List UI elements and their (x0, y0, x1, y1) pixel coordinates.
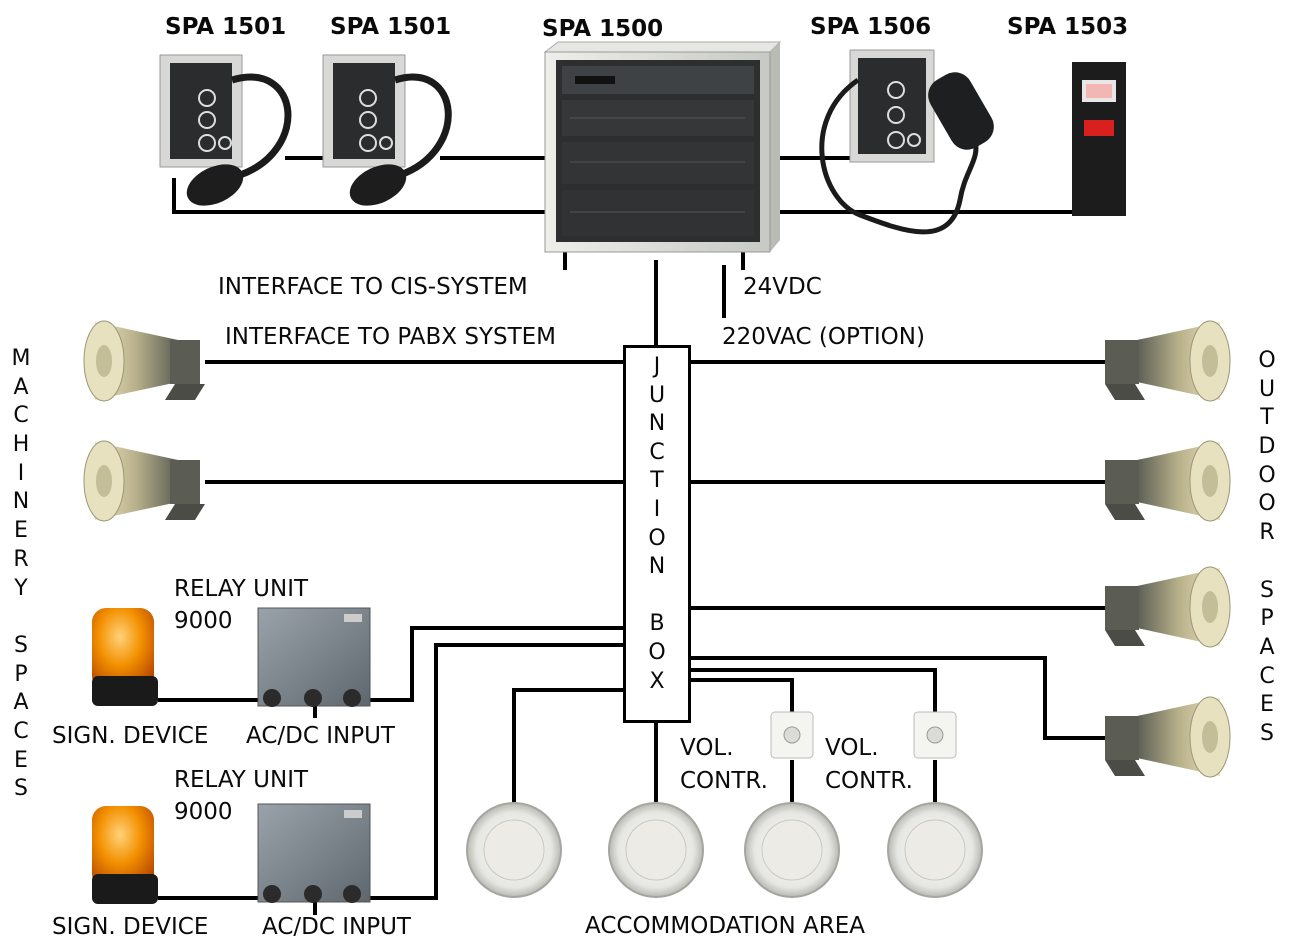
relay-unit-2 (257, 803, 371, 903)
machinery-spaces-letter: C (13, 403, 29, 429)
machinery-spaces-letter: A (13, 690, 29, 716)
horn-speaker-right-4 (1105, 696, 1231, 778)
machinery-spaces-letter: R (13, 546, 29, 572)
wire-horn-right-4 (691, 656, 1105, 740)
accommodation-area-label: ACCOMMODATION AREA (585, 913, 866, 939)
spa1503-unit (1072, 62, 1126, 216)
junction-box-letter: O (648, 639, 666, 665)
spa1503-label: SPA 1503 (1007, 14, 1129, 40)
ceiling-speaker-2 (608, 802, 704, 898)
machinery-spaces-letter: E (14, 518, 28, 544)
outdoor-spaces-letter: O (1258, 348, 1276, 373)
beacon-signal-device-1 (92, 608, 158, 706)
outdoor-spaces-letter: E (1260, 692, 1274, 718)
spa1500-label: SPA 1500 (542, 16, 664, 42)
horn-speaker-left-2 (83, 440, 205, 522)
ceiling-speaker-3 (744, 802, 840, 898)
spa1506-label: SPA 1506 (810, 14, 932, 40)
relay2-input-label: AC/DC INPUT (262, 914, 411, 940)
junction-box-letter: U (648, 382, 666, 408)
relay1-input-label: AC/DC INPUT (246, 723, 395, 749)
volume-control-2 (913, 711, 957, 759)
machinery-spaces-letter: S (14, 776, 28, 802)
relay2-model: 9000 (174, 799, 233, 825)
junction-box-letter: B (649, 611, 665, 637)
relay-unit-1 (257, 607, 371, 707)
wire-vol1 (691, 678, 794, 713)
outdoor-spaces-letter (1252, 548, 1282, 577)
interface-pabx-label: INTERFACE TO PABX SYSTEM (225, 324, 557, 350)
interface-cis-label: INTERFACE TO CIS-SYSTEM (218, 274, 528, 300)
relay2-title: RELAY UNIT (174, 767, 309, 793)
outdoor-spaces-letter: A (1259, 634, 1275, 660)
machinery-spaces-letter: M (11, 346, 31, 371)
horn-speaker-right-1 (1105, 320, 1231, 402)
vol2-label-line2: CONTR. (825, 768, 913, 794)
junction-box-letter (623, 582, 691, 611)
horn-speaker-right-2 (1105, 440, 1231, 522)
spa1501-station-b (322, 54, 452, 206)
machinery-spaces-letter: I (17, 460, 25, 486)
machinery-spaces-letter (6, 603, 36, 632)
beacon-signal-device-2 (92, 806, 158, 904)
outdoor-spaces-letter: O (1258, 462, 1276, 488)
spa1500-cabinet (543, 41, 782, 253)
relay1-sign-device-label: SIGN. DEVICE (52, 723, 209, 749)
spa1501-a-label: SPA 1501 (165, 14, 287, 40)
junction-box-letter: O (648, 525, 666, 551)
ceiling-speaker-4 (887, 802, 983, 898)
outdoor-spaces-letter: C (1259, 663, 1275, 689)
outdoor-spaces-letter: P (1260, 606, 1274, 632)
machinery-spaces-letter: C (13, 718, 29, 744)
junction-box-letter: X (649, 668, 665, 694)
junction-box-letter: C (649, 439, 665, 465)
spa1501-b-label: SPA 1501 (330, 14, 452, 40)
wire-vol2 (691, 668, 937, 713)
outdoor-spaces-letter: R (1259, 520, 1275, 546)
outdoor-spaces-letter: S (1260, 720, 1274, 746)
junction-box-letter: T (650, 468, 664, 494)
spa1501-station-a (159, 54, 292, 206)
junction-box (623, 345, 691, 723)
machinery-spaces-letter: S (14, 632, 28, 658)
wire-spk1 (512, 688, 623, 802)
machinery-spaces-letter: Y (14, 575, 28, 601)
junction-box-letter: I (653, 496, 661, 522)
outdoor-spaces-letter: O (1258, 491, 1276, 517)
machinery-spaces-letter: E (14, 747, 28, 773)
junction-box-letter: N (648, 554, 666, 580)
machinery-spaces-letter: P (14, 661, 28, 687)
dc-supply-label: 24VDC (743, 274, 822, 300)
ac-supply-label: 220VAC (OPTION) (722, 324, 925, 350)
volume-control-1 (770, 711, 814, 759)
wire-relay1 (370, 626, 623, 702)
outdoor-spaces-letter: T (1260, 405, 1274, 431)
horn-speaker-left-1 (83, 320, 205, 402)
outdoor-spaces-letter: U (1258, 376, 1276, 402)
machinery-spaces-letter: N (12, 489, 30, 515)
wire-relay2 (370, 643, 623, 900)
vol1-label-line2: CONTR. (680, 768, 768, 794)
spa1506-station (819, 49, 994, 235)
machinery-spaces-letter: A (13, 374, 29, 400)
ceiling-speaker-1 (466, 802, 562, 898)
junction-box-letter: J (653, 354, 661, 379)
relay2-sign-device-label: SIGN. DEVICE (52, 914, 209, 940)
horn-speaker-right-3 (1105, 566, 1231, 648)
outdoor-spaces-letter: D (1258, 434, 1276, 460)
relay1-title: RELAY UNIT (174, 576, 309, 602)
junction-box-letter: N (648, 411, 666, 437)
vol1-label-line1: VOL. (680, 735, 734, 761)
vol2-label-line1: VOL. (825, 735, 879, 761)
wiring (158, 156, 1105, 915)
machinery-spaces-letter: H (12, 432, 30, 458)
relay1-model: 9000 (174, 608, 233, 634)
outdoor-spaces-letter: S (1260, 577, 1274, 603)
